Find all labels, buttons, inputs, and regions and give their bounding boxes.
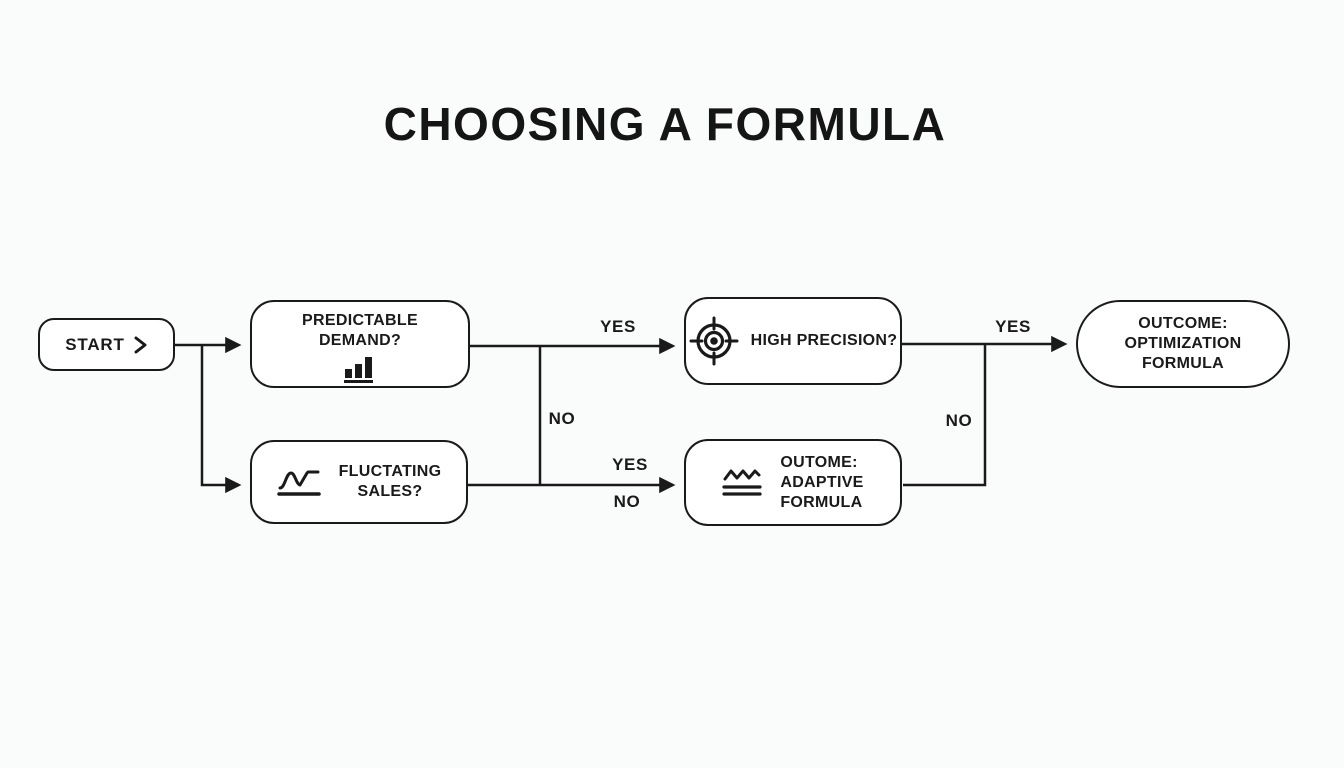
edge-label-predictable-yes: YES [600,317,636,336]
chevron-right-icon [132,336,148,354]
outcome-optimization-label: OUTCOME: OPTIMIZATION FORMULA [1124,315,1242,372]
outcome-optimization-node: OUTCOME: OPTIMIZATION FORMULA [1076,300,1290,388]
high-precision-label: HIGH PRECISION? [750,332,898,349]
fluctuation-wave-icon [276,467,323,497]
target-icon [689,316,739,366]
edge-label-fluctating-no: NO [613,492,641,511]
page-title: CHOOSING A FORMULA [383,98,947,150]
start-node: START [38,318,175,371]
edge-label-precision-no: NO [945,411,973,430]
high-precision-node: HIGH PRECISION? [684,297,902,385]
edge-label-precision-yes: YES [995,317,1031,336]
start-label: START [65,334,125,354]
bar-chart-icon [342,354,378,384]
predictable-demand-label: PREDICTABLE DEMAND? [302,311,418,349]
predictable-demand-node: PREDICTABLE DEMAND? [250,300,470,388]
outcome-adaptive-node: OUTOME: ADAPTIVE FORMULA [684,439,902,526]
edge-label-fluctating-yes: YES [612,455,648,474]
edge-label-predictable-no: NO [548,409,576,428]
outcome-adaptive-label: OUTOME: ADAPTIVE FORMULA [780,453,864,511]
fluctating-sales-label: FLUCTATING SALES? [338,463,442,500]
fluctating-sales-node: FLUCTATING SALES? [250,440,468,524]
waves-icon [722,468,764,498]
